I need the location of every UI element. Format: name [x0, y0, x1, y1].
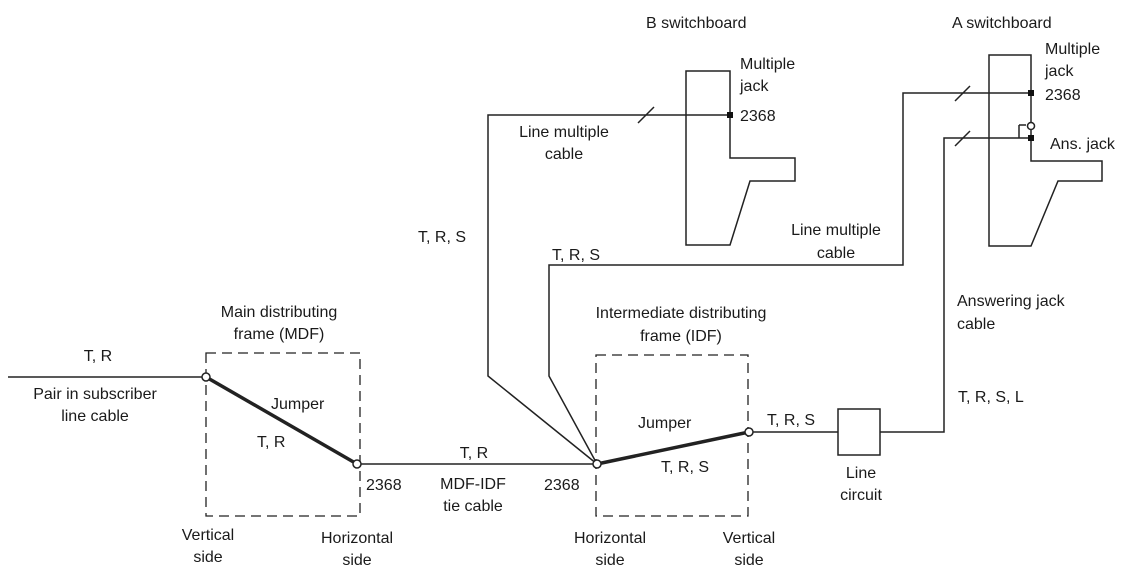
a-answering-jack-label: Ans. jack: [1050, 136, 1116, 153]
subscriber-line-label-2: line cable: [61, 408, 129, 425]
answering-conductors: T, R, S, L: [958, 389, 1024, 406]
idf-title-1: Intermediate distributing: [596, 305, 767, 322]
line-circuit-label-2: circuit: [840, 487, 882, 504]
a-answering-tick: [954, 130, 971, 147]
a-multiple-jack-number: 2368: [1045, 87, 1081, 104]
a-switchboard-title: A switchboard: [952, 15, 1052, 32]
b-jack-number: 2368: [740, 108, 776, 125]
mdf-frame-box: [205, 352, 361, 517]
line-circuit-box: [837, 408, 881, 456]
idf-jumper-label: Jumper: [638, 415, 692, 432]
a-multiple-tick: [954, 85, 971, 102]
tie-cable-conductors: T, R: [460, 445, 488, 462]
a-multiple-jack-terminal: [1028, 90, 1034, 96]
idf-horizontal-number: 2368: [544, 477, 580, 494]
idf-horizontal-side-label-2: side: [595, 552, 624, 569]
mdf-vertical-terminal: [201, 372, 211, 382]
mdf-jumper-conductors: T, R: [257, 434, 285, 451]
tie-cable-label-1: MDF-IDF: [440, 476, 506, 493]
mdf-horizontal-terminal: [352, 459, 362, 469]
mdf-horizontal-number: 2368: [366, 477, 402, 494]
b-switchboard-title: B switchboard: [646, 15, 747, 32]
idf-to-line-circuit-conductors: T, R, S: [767, 412, 815, 429]
answering-jack-cable: [880, 137, 1031, 433]
b-multiple-jack-label-2: jack: [739, 78, 769, 95]
a-line-multiple-cable-label-2: cable: [817, 245, 855, 262]
idf-title-2: frame (IDF): [640, 328, 722, 345]
mdf-horizontal-side-label-2: side: [342, 552, 371, 569]
a-multiple-conductors: T, R, S: [552, 247, 600, 264]
b-line-multiple-cable-label-1: Line multiple: [519, 124, 609, 141]
b-multiple-jack-label-1: Multiple: [740, 56, 795, 73]
mdf-jumper-wire: [205, 375, 358, 466]
answering-jack-cable-label-2: cable: [957, 316, 995, 333]
idf-vertical-side-label-2: side: [734, 552, 763, 569]
idf-horizontal-side-label-1: Horizontal: [574, 530, 646, 547]
mdf-horizontal-side-label-1: Horizontal: [321, 530, 393, 547]
b-multiple-conductors: T, R, S: [418, 229, 466, 246]
b-multiple-jack-terminal: [727, 112, 733, 118]
mdf-title-1: Main distributing: [221, 304, 338, 321]
b-switchboard-outline: [685, 70, 796, 246]
mdf-jumper-label: Jumper: [271, 396, 325, 413]
idf-horizontal-terminal: [592, 459, 602, 469]
subscriber-line-label-1: Pair in subscriber: [33, 386, 157, 403]
a-answering-jack-terminal: [1028, 135, 1034, 141]
mdf-vertical-side-label-2: side: [193, 549, 222, 566]
subscriber-pair-conductors: T, R: [84, 348, 112, 365]
mdf-vertical-side-label-1: Vertical: [182, 527, 234, 544]
a-line-multiple-cable-label-1: Line multiple: [791, 222, 881, 239]
tie-cable-label-2: tie cable: [443, 498, 503, 515]
answering-jack-cable-label-1: Answering jack: [957, 293, 1066, 310]
a-multiple-jack-label-2: jack: [1044, 63, 1074, 80]
a-line-multiple-cable: [548, 92, 1031, 465]
idf-jumper-wire: [596, 430, 750, 466]
line-circuit-label-1: Line: [846, 465, 876, 482]
b-line-multiple-cable: [487, 114, 730, 465]
b-cable-tick: [637, 106, 655, 124]
idf-vertical-terminal: [744, 427, 754, 437]
idf-vertical-side-label-1: Vertical: [723, 530, 775, 547]
a-jack-sleeve-terminal: [1026, 121, 1036, 131]
mdf-title-2: frame (MDF): [234, 326, 325, 343]
b-line-multiple-cable-label-2: cable: [545, 146, 583, 163]
a-multiple-jack-label-1: Multiple: [1045, 41, 1100, 58]
idf-jumper-conductors: T, R, S: [661, 459, 709, 476]
